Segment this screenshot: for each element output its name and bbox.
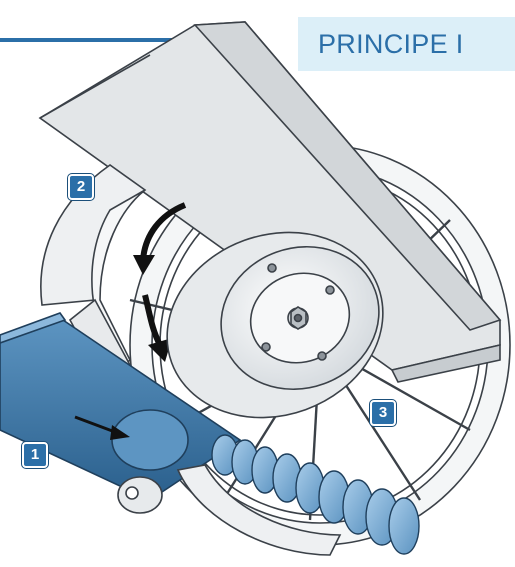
callout-3: 3 [370, 400, 396, 426]
rollers [211, 434, 420, 555]
callout-1: 1 [22, 442, 48, 468]
header-band: PRINCIPE I [298, 17, 515, 71]
rotation-arrow-icon [133, 202, 187, 275]
callout-2: 2 [68, 174, 94, 200]
feed-arrow-icon [74, 415, 130, 440]
rotor-drum [166, 231, 384, 419]
conveyor-belt [0, 312, 242, 514]
header-rule [0, 38, 200, 42]
page-title: PRINCIPE I [318, 29, 464, 59]
rotation-arrow-icon [142, 294, 172, 362]
deflector-plate [38, 21, 502, 383]
lower-tray [176, 464, 342, 556]
